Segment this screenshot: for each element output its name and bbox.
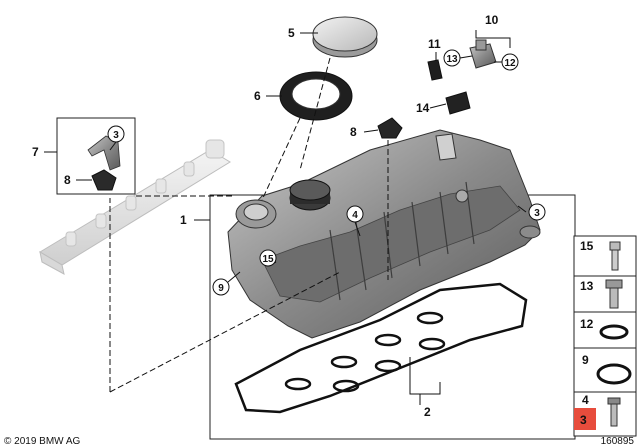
legend-label-4: 4 bbox=[582, 393, 589, 407]
callout-10: 10 bbox=[485, 13, 499, 27]
sealing-ring bbox=[279, 71, 353, 121]
legend-part-13-bolt bbox=[605, 279, 623, 309]
legend-part-4-screw bbox=[607, 397, 621, 427]
bracket-detail-box bbox=[56, 117, 136, 195]
cylinder-head-cover bbox=[227, 129, 541, 339]
leader-lines bbox=[44, 30, 527, 405]
svg-text:9: 9 bbox=[218, 283, 224, 294]
svg-text:3: 3 bbox=[534, 208, 540, 219]
holder-bracket bbox=[87, 135, 121, 171]
legend-label-13: 13 bbox=[580, 279, 594, 293]
legend-label-9: 9 bbox=[582, 353, 589, 367]
callout-13: 13 bbox=[443, 49, 461, 67]
cylinder-head-cover-gasket bbox=[234, 282, 528, 414]
callout-4: 4 bbox=[346, 205, 364, 223]
legend-part-12-o-ring bbox=[599, 324, 629, 340]
hex-nut-part-8 bbox=[91, 169, 117, 191]
legend-label-3-highlight: 3 bbox=[574, 408, 596, 430]
callout-11: 11 bbox=[428, 37, 441, 51]
hex-nut-on-cover bbox=[377, 117, 403, 139]
callout-7: 7 bbox=[32, 145, 39, 159]
callout-5: 5 bbox=[288, 26, 295, 40]
fitting-part-14 bbox=[445, 91, 471, 115]
callout-8-cover: 8 bbox=[350, 125, 357, 139]
callout-3-cover: 3 bbox=[528, 203, 546, 221]
callout-8-bracket: 8 bbox=[64, 173, 71, 187]
legend-label-15: 15 bbox=[580, 239, 594, 253]
callout-12: 12 bbox=[501, 53, 519, 71]
image-number: 160895 bbox=[601, 436, 635, 447]
callout-2: 2 bbox=[424, 405, 431, 419]
callout-3-bracket: 3 bbox=[107, 125, 125, 143]
fuel-rail bbox=[39, 139, 231, 275]
legend-part-9-o-ring bbox=[596, 363, 632, 385]
sensor-bolt-part-11 bbox=[427, 59, 443, 81]
svg-text:3: 3 bbox=[113, 130, 119, 141]
legend-label-12: 12 bbox=[580, 317, 594, 331]
callout-9: 9 bbox=[212, 278, 230, 296]
callout-1: 1 bbox=[180, 213, 187, 227]
callout-15: 15 bbox=[259, 249, 277, 267]
svg-text:13: 13 bbox=[446, 54, 458, 65]
svg-text:4: 4 bbox=[352, 210, 358, 221]
callout-14: 14 bbox=[416, 101, 430, 115]
svg-text:3: 3 bbox=[580, 413, 587, 427]
legend-part-15-fitting bbox=[609, 241, 621, 271]
oil-filler-cap bbox=[312, 16, 378, 58]
callout-6: 6 bbox=[254, 89, 261, 103]
copyright-text: © 2019 BMW AG bbox=[4, 436, 81, 447]
svg-text:12: 12 bbox=[504, 58, 516, 69]
small-parts-legend: 15 13 12 9 4 3 bbox=[573, 235, 637, 437]
svg-text:15: 15 bbox=[262, 254, 274, 265]
camshaft-sensor bbox=[469, 39, 497, 69]
